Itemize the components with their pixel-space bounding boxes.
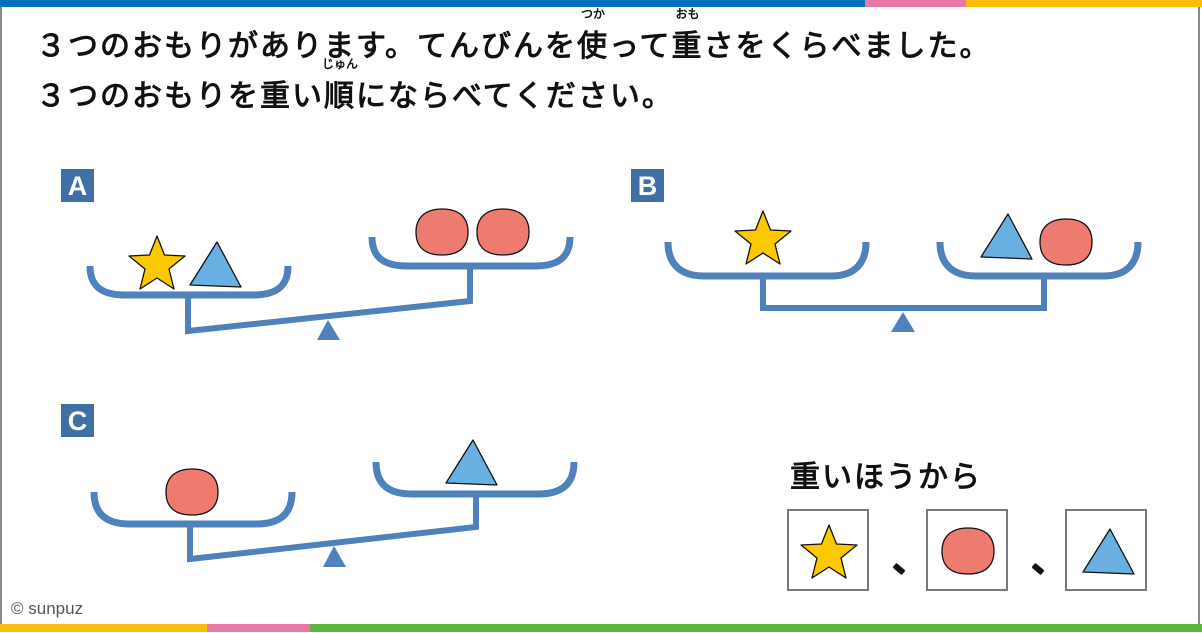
scale-a-right-pan (368, 236, 574, 270)
bottom-bar-yellow (0, 624, 207, 632)
scale-a-left-pan (86, 265, 292, 299)
bottom-color-bar (0, 624, 1202, 632)
scale-c-right-pan (372, 461, 578, 498)
triangle-answer-icon (1082, 528, 1135, 575)
ruby-reading: おも (675, 7, 700, 21)
scale-c-label: C (61, 404, 94, 437)
question-text-segment: ３つのおもりを重い (36, 79, 324, 114)
question-line-2: ３つのおもりを重いじゅん順にならべてください。 (36, 58, 992, 122)
ruby-jun: じゅん順 (322, 58, 358, 122)
scale-c-fulcrum-icon (323, 546, 346, 567)
question-text-segment: にならべてください。 (356, 79, 674, 114)
ruby-tsuka: つか使 (577, 8, 609, 72)
triangle-weight-icon (445, 439, 498, 486)
scale-b-fulcrum-icon (891, 312, 915, 332)
scale-c-left-pan (90, 491, 296, 528)
scale-b-beam (760, 278, 1047, 311)
question-text-segment: ３つのおもりがあります。てんびんを (36, 29, 577, 64)
top-bar-yellow (966, 0, 1202, 7)
scale-b-left-pan (664, 241, 870, 280)
scale-a-beam (185, 268, 473, 335)
bottom-bar-pink (207, 624, 310, 632)
ruby-omo: おも重 (671, 8, 704, 72)
scale-b-label: B (631, 169, 664, 202)
ruby-kanji: 順 (324, 79, 356, 114)
ruby-reading: つか (580, 7, 606, 21)
question-text: ３つのおもりがあります。てんびんをつか使っておも重さをくらべました。 ３つのおも… (36, 8, 992, 122)
answer-box-3[interactable] (1065, 509, 1147, 591)
scale-b-right-pan (936, 241, 1142, 280)
star-answer-icon (800, 524, 858, 579)
copyright-text: © sunpuz (11, 599, 84, 618)
scale-a-fulcrum-icon (317, 320, 340, 340)
question-text-segment: さをくらべました。 (703, 29, 992, 64)
answer-box-2[interactable] (926, 509, 1008, 591)
circle-answer-icon (941, 527, 995, 575)
bottom-bar-green (310, 624, 1202, 632)
scale-a-label: A (61, 169, 94, 202)
ruby-kanji: 重 (671, 29, 704, 64)
ruby-reading: じゅん (321, 57, 359, 71)
answer-box-1[interactable] (787, 509, 869, 591)
scale-c-beam (187, 496, 479, 563)
top-bar-blue (0, 0, 865, 7)
question-text-segment: って (609, 29, 672, 64)
question-line-1: ３つのおもりがあります。てんびんをつか使っておも重さをくらべました。 (36, 8, 992, 72)
ruby-kanji: 使 (577, 29, 609, 64)
circle-weight-icon (165, 468, 219, 516)
top-bar-pink (865, 0, 966, 7)
top-color-bar (0, 0, 1202, 7)
answer-title: 重いほうから (790, 460, 982, 495)
